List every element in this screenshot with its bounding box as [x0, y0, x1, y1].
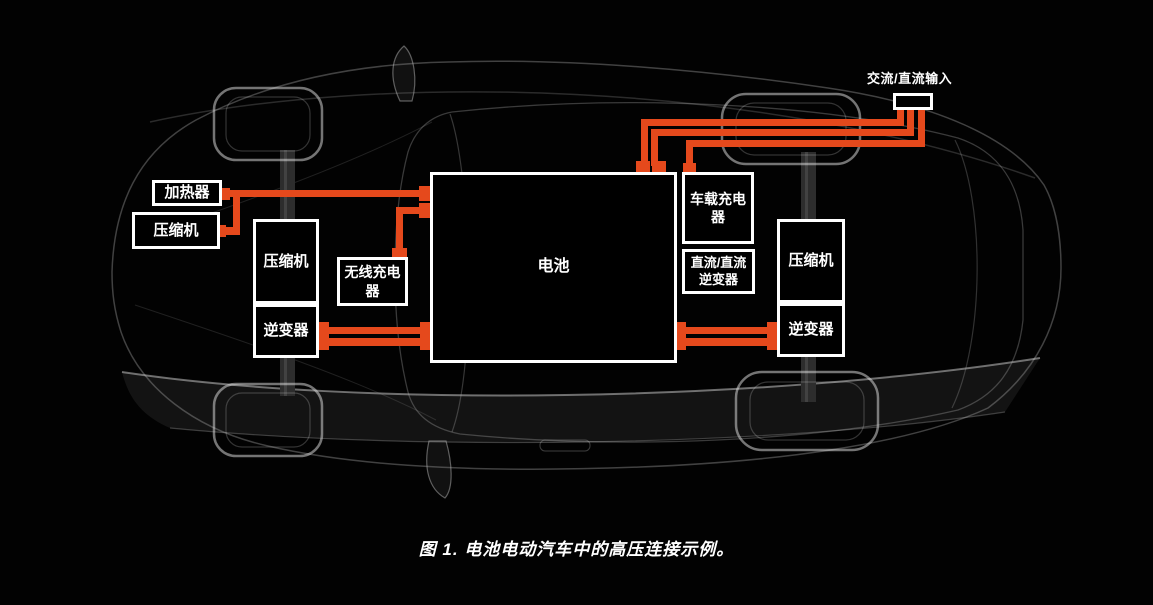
wire-acdc-c-vertical-right — [918, 109, 925, 147]
busbar-front-cap-right — [420, 322, 430, 350]
compressor-front-box: 压缩机 — [132, 212, 220, 249]
wire-acdc-c-horizontal — [689, 140, 925, 147]
battery-box: 电池 — [430, 172, 677, 363]
inverter-mid-box: 逆变器 — [253, 304, 319, 358]
acdc-input-label: 交流/直流输入 — [867, 71, 953, 86]
wire-acdc-b-vertical-left — [651, 129, 658, 166]
figure-caption: 图 1. 电池电动汽车中的高压连接示例。 — [418, 540, 735, 559]
wire-compressor-front-horizontal — [224, 227, 240, 235]
mirror-bottom-icon — [426, 440, 452, 499]
mirror-top-icon — [392, 45, 416, 102]
wire-acdc-a-horizontal — [644, 119, 904, 126]
onboard-charger-box: 车载充电器 — [682, 172, 754, 244]
door-handle — [539, 439, 591, 452]
car-rear-glass-arc — [951, 139, 978, 409]
wire-compressor-front-vertical — [233, 190, 240, 235]
wheel-front-left — [212, 86, 324, 162]
wire-heater-stub — [221, 188, 230, 200]
busbar-rear-cap-right — [767, 322, 777, 350]
compressor-rear-box: 压缩机 — [777, 219, 845, 303]
busbar-front-bar-top — [326, 327, 423, 334]
acdc-inlet-box — [893, 93, 933, 110]
wire-heater-horizontal — [226, 190, 430, 197]
wire-wireless-battery-terminal — [419, 203, 430, 218]
wire-acdc-a-battery-terminal — [636, 161, 650, 172]
wheel-rear-right — [734, 370, 880, 452]
car-body-outline — [111, 60, 1062, 470]
wire-heater-battery-terminal — [419, 186, 430, 201]
compressor-mid-box: 压缩机 — [253, 219, 319, 304]
wire-acdc-a-vertical-left — [641, 119, 648, 166]
busbar-front-cap-left — [319, 322, 329, 350]
wire-acdc-c-obc-terminal — [683, 163, 696, 172]
inverter-rear-box: 逆变器 — [777, 303, 845, 357]
wire-acdc-b-battery-terminal — [652, 161, 666, 172]
wire-acdc-b-vertical-right — [907, 109, 914, 136]
busbar-front-bar-bottom — [326, 338, 423, 346]
wire-acdc-b-horizontal — [653, 129, 914, 136]
busbar-rear-bar-top — [683, 327, 770, 334]
wire-compressor-front-stub — [218, 225, 226, 237]
wire-wireless-vertical — [396, 207, 403, 250]
busbar-rear-cap-left — [676, 322, 686, 350]
car-side-panel — [122, 358, 1040, 443]
dcdc-inverter-box: 直流/直流逆变器 — [682, 249, 755, 294]
wire-acdc-a-vertical-right — [897, 109, 904, 126]
car-hood-crease-bottom — [134, 304, 437, 421]
wireless-charger-box: 无线充电器 — [337, 257, 408, 306]
heater-box: 加热器 — [152, 180, 222, 206]
wheel-front-right — [212, 382, 324, 458]
wire-acdc-c-vertical-left — [686, 140, 693, 167]
wire-wireless-terminal — [392, 248, 407, 258]
busbar-rear-bar-bottom — [683, 338, 770, 346]
wire-wireless-horizontal — [399, 207, 430, 214]
car-sill-line — [169, 411, 1006, 444]
